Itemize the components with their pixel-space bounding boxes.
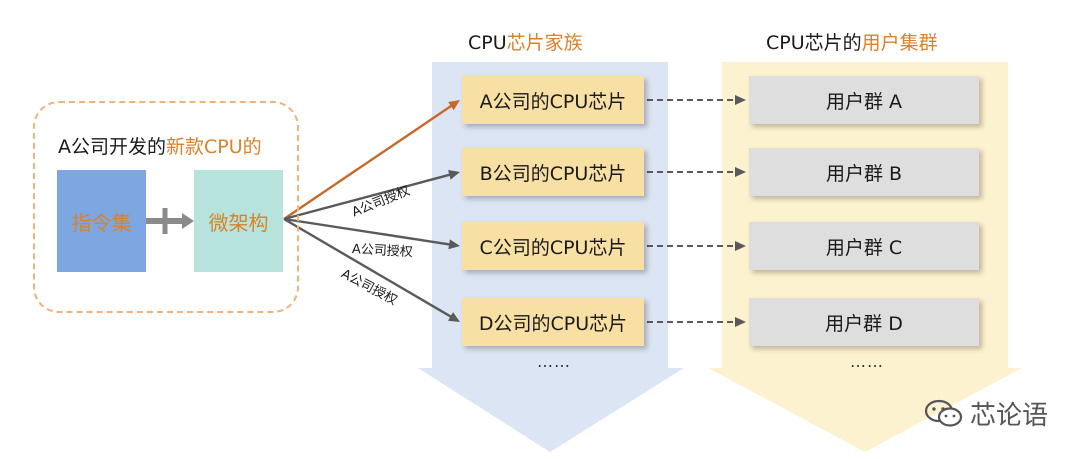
chip-box-c: C公司的CPU芯片: [462, 222, 644, 270]
arrow-to-chip-b: [283, 173, 452, 221]
cpu-family-title-highlight: 芯片家族: [506, 32, 583, 54]
microarchitecture-box: 微架构: [194, 170, 283, 272]
chip-ellipsis: ……: [537, 352, 571, 371]
user-group-label-d: 用户群 D: [825, 312, 903, 335]
chip-label-c: C公司的CPU芯片: [479, 236, 627, 259]
user-cluster-title-highlight: 用户集群: [861, 32, 938, 54]
chip-box-b: B公司的CPU芯片: [462, 148, 644, 196]
isa-to-uarch-head: [182, 213, 194, 229]
watermark-text: 芯论语: [970, 401, 1049, 431]
license-label-c: A公司授权: [351, 242, 414, 261]
wechat-icon: [924, 399, 963, 427]
dashed-arrow-c-head: [735, 241, 746, 251]
chip-box-a: A公司的CPU芯片: [462, 76, 644, 124]
chip-label-b: B公司的CPU芯片: [479, 162, 627, 185]
user-group-box-c: 用户群 C: [749, 222, 979, 270]
arrow-to-chip-c-head: [448, 239, 460, 250]
cpu-family-title: CPU芯片家族: [468, 28, 583, 55]
arrow-to-chip-a-head: [448, 100, 460, 111]
user-group-label-a: 用户群 A: [825, 90, 903, 113]
dashed-arrow-d-head: [735, 317, 746, 327]
microarchitecture-label: 微架构: [208, 210, 269, 235]
origin-title-highlight: 新款CPU的: [166, 136, 262, 158]
user-group-box-a: 用户群 A: [749, 76, 979, 124]
instruction-set-label: 指令集: [71, 210, 132, 235]
instruction-set-box: 指令集: [57, 170, 146, 272]
chip-box-d: D公司的CPU芯片: [462, 298, 644, 346]
arrow-to-chip-d-head: [447, 312, 460, 322]
origin-group-box: [33, 101, 299, 313]
user-group-box-b: 用户群 B: [749, 148, 979, 196]
chip-label-d: D公司的CPU芯片: [478, 312, 628, 335]
origin-title-prefix: A公司开发的: [58, 136, 166, 158]
user-group-label-b: 用户群 B: [825, 162, 903, 185]
user-group-label-c: 用户群 C: [825, 236, 903, 259]
arrow-to-chip-d: [283, 217, 453, 319]
chip-label-a: A公司的CPU芯片: [479, 90, 627, 113]
watermark: 芯论语: [924, 395, 1048, 432]
dashed-arrow-b-head: [735, 167, 746, 177]
cpu-family-title-prefix: CPU: [468, 32, 507, 54]
origin-group-title: A公司开发的新款CPU的: [58, 132, 262, 159]
dashed-arrow-a-head: [735, 95, 746, 105]
user-cluster-title-prefix: CPU芯片的: [766, 32, 862, 54]
user-group-ellipsis: ……: [850, 352, 884, 371]
arrow-to-chip-a: [283, 104, 454, 220]
arrow-to-chip-c: [283, 217, 452, 246]
user-group-box-d: 用户群 D: [749, 298, 979, 346]
user-cluster-title: CPU芯片的用户集群: [766, 28, 938, 55]
arrow-to-chip-b-head: [448, 170, 460, 180]
